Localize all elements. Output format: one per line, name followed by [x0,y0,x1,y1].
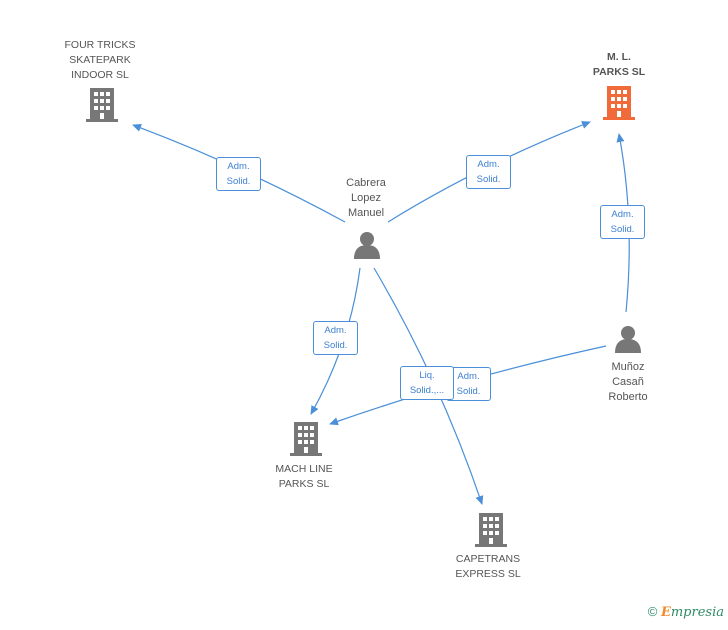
person-icon[interactable] [615,326,641,353]
edge-label-cabrera-capetrans[interactable]: Liq. Solid.,... [400,366,454,400]
edge-label-cabrera-four-tricks[interactable]: Adm. Solid. [216,157,261,191]
edge-label-munoz-ml-parks[interactable]: Adm. Solid. [600,205,645,239]
company-label-mach-line[interactable]: MACH LINE PARKS SL [275,463,333,490]
edge-label-cabrera-mach-line[interactable]: Adm. Solid. [313,321,358,355]
company-label-four-tricks[interactable]: FOUR TRICKS SKATEPARK INDOOR SL [64,39,136,81]
building-icon[interactable] [475,513,507,547]
company-label-ml-parks[interactable]: M. L. PARKS SL [592,51,646,78]
copyright-icon: © [647,604,658,619]
brand-logo: Empresia [660,605,724,620]
building-icon-highlight[interactable] [603,86,635,120]
person-icon[interactable] [354,232,380,259]
building-icon[interactable] [290,422,322,456]
building-icon[interactable] [86,88,118,122]
footer-brand: © Empresia [648,604,724,620]
person-label-cabrera[interactable]: Cabrera Lopez Manuel [346,177,386,219]
edge-label-cabrera-ml-parks[interactable]: Adm. Solid. [466,155,511,189]
company-label-capetrans[interactable]: CAPETRANS EXPRESS SL [455,553,521,580]
person-label-munoz[interactable]: Muñoz Casañ Roberto [608,361,648,403]
